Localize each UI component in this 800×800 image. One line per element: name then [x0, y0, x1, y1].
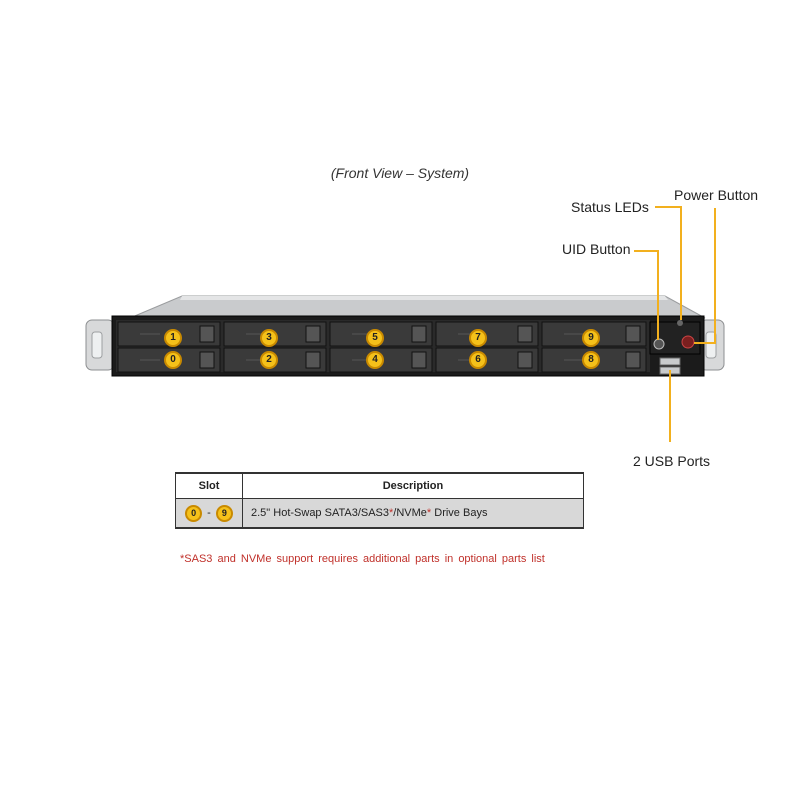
- usb-port-graphic: [659, 357, 681, 366]
- usb-ports-leader: [669, 370, 671, 442]
- figure-caption: (Front View – System): [330, 165, 470, 181]
- power-button-leader: [694, 342, 716, 344]
- uid-button-graphic: [653, 338, 665, 350]
- footnote: *SAS3 and NVMe support requires addition…: [180, 553, 545, 565]
- power-button-graphic: [681, 335, 695, 349]
- uid-button-leader: [657, 250, 659, 340]
- bay-badge: 6: [469, 351, 487, 369]
- status-led: [677, 320, 683, 326]
- slot-end-badge: 9: [215, 504, 233, 522]
- uid-button-leader: [634, 250, 659, 252]
- slot-start-badge: 0: [185, 504, 203, 522]
- usb-ports-label: 2 USB Ports: [633, 453, 711, 469]
- asterisk-mark: *: [426, 507, 432, 519]
- uid-button-label: UID Button: [562, 241, 631, 257]
- bay-badge: 9: [582, 329, 600, 347]
- description-header: Description: [242, 472, 584, 499]
- description-text: 2.5" Hot-Swap SATA3/SAS3: [251, 507, 390, 519]
- slot-header: Slot: [175, 472, 243, 499]
- slot-range-cell: 0-9: [175, 498, 243, 529]
- bay-badge: 3: [260, 329, 278, 347]
- bay-badge: 4: [366, 351, 384, 369]
- status-leds-label: Status LEDs: [571, 199, 649, 215]
- asterisk-mark: *: [389, 507, 394, 519]
- table-row: 0-9 2.5" Hot-Swap SATA3/SAS3*/NVMe* Driv…: [175, 498, 584, 529]
- bay-badge: 0: [164, 351, 182, 369]
- power-button-label: Power Button: [674, 187, 759, 203]
- bay-badge: 7: [469, 329, 487, 347]
- description-text: Drive Bays: [431, 507, 488, 519]
- slot-table: Slot Description 0-9 2.5" Hot-Swap SATA3…: [175, 472, 584, 529]
- bay-badge: 2: [260, 351, 278, 369]
- status-leds-leader: [655, 206, 682, 208]
- bay-badge: 8: [582, 351, 600, 369]
- description-text: /NVMe: [393, 507, 427, 519]
- description-cell: 2.5" Hot-Swap SATA3/SAS3*/NVMe* Drive Ba…: [242, 498, 584, 529]
- bay-badge: 5: [366, 329, 384, 347]
- status-leds-leader: [680, 206, 682, 320]
- slot-separator: -: [207, 507, 211, 519]
- power-button-leader: [714, 208, 716, 344]
- bay-badge: 1: [164, 329, 182, 347]
